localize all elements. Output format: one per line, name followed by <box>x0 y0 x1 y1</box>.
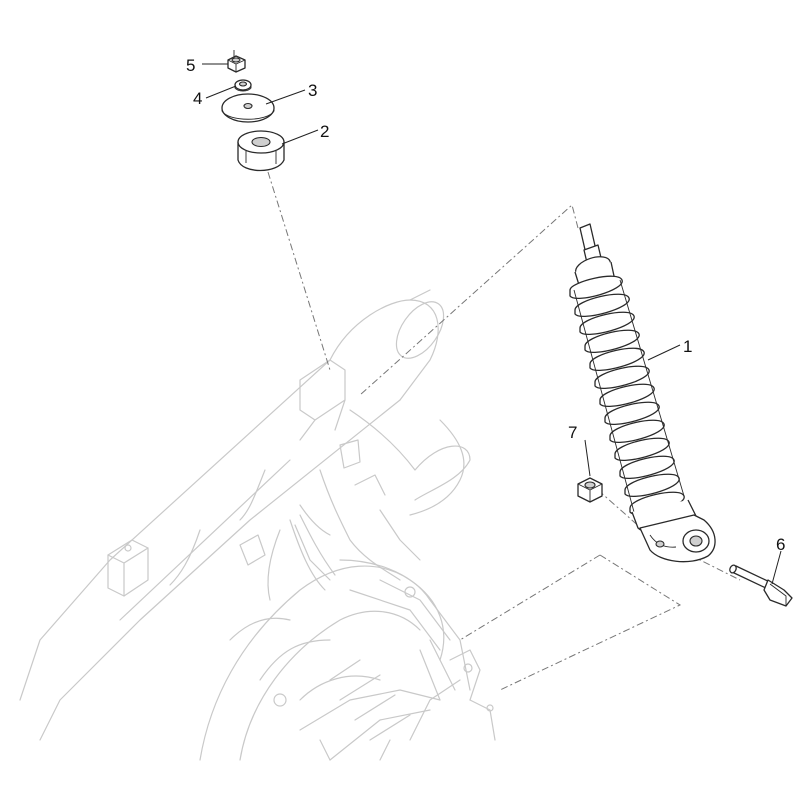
callout-3: 3 <box>308 81 317 100</box>
leader-lines <box>202 63 782 585</box>
callout-5: 5 <box>186 56 195 75</box>
lower-nut <box>577 477 603 503</box>
callout-labels: 1 2 3 4 5 6 7 <box>186 56 785 554</box>
callout-4: 4 <box>193 89 202 108</box>
top-nut <box>227 50 246 73</box>
callout-7: 7 <box>568 423 577 442</box>
shock-absorber <box>569 223 716 563</box>
callout-6: 6 <box>776 535 785 554</box>
callout-2: 2 <box>320 122 329 141</box>
rubber-bush <box>237 130 285 172</box>
spacer <box>234 79 252 92</box>
callout-1: 1 <box>683 337 692 356</box>
bolt <box>729 564 793 607</box>
assembly-centerlines <box>267 171 741 691</box>
washer <box>221 93 275 123</box>
frame-ghost <box>19 289 496 761</box>
spring-coils <box>569 275 685 516</box>
